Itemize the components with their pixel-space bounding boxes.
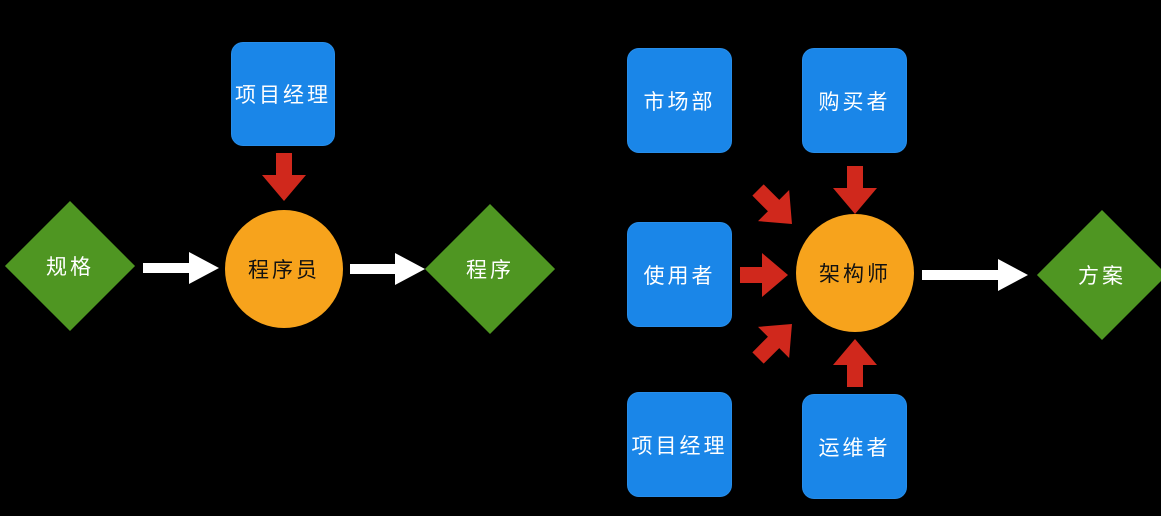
user-to-architect-arrow [740, 253, 788, 297]
solution-diamond: 方案 [1036, 209, 1161, 341]
spec-label: 规格 [46, 255, 94, 279]
operations-to-architect-arrow [833, 339, 877, 387]
pm-box-right-label: 项目经理 [631, 433, 728, 458]
pm-to-programmer-arrow [262, 153, 306, 201]
pm-box-left: 项目经理 [231, 42, 335, 146]
user-label: 使用者 [643, 263, 716, 288]
spec-diamond: 规格 [4, 200, 136, 332]
pm-to-architect-arrow [752, 324, 792, 364]
operations-box: 运维者 [802, 394, 907, 499]
architect-circle: 架构师 [796, 214, 914, 332]
pm-box-left-label: 项目经理 [235, 83, 331, 107]
program-label: 程序 [466, 258, 514, 282]
operations-label: 运维者 [818, 435, 891, 460]
market-label: 市场部 [643, 89, 716, 114]
programmer-to-program-arrow [350, 253, 425, 285]
buyer-label: 购买者 [818, 89, 891, 114]
buyer-box: 购买者 [802, 48, 907, 153]
solution-label: 方案 [1078, 264, 1126, 288]
program-diamond: 程序 [424, 203, 556, 335]
architect-label: 架构师 [819, 262, 891, 286]
pm-box-right: 项目经理 [627, 392, 732, 497]
architect-to-solution-arrow [922, 259, 1028, 291]
user-box: 使用者 [627, 222, 732, 327]
market-box: 市场部 [627, 48, 732, 153]
programmer-label: 程序员 [248, 258, 320, 282]
programmer-circle: 程序员 [225, 210, 343, 328]
market-to-architect-arrow [752, 184, 792, 224]
spec-to-programmer-arrow [143, 252, 219, 284]
buyer-to-architect-arrow [833, 166, 877, 214]
